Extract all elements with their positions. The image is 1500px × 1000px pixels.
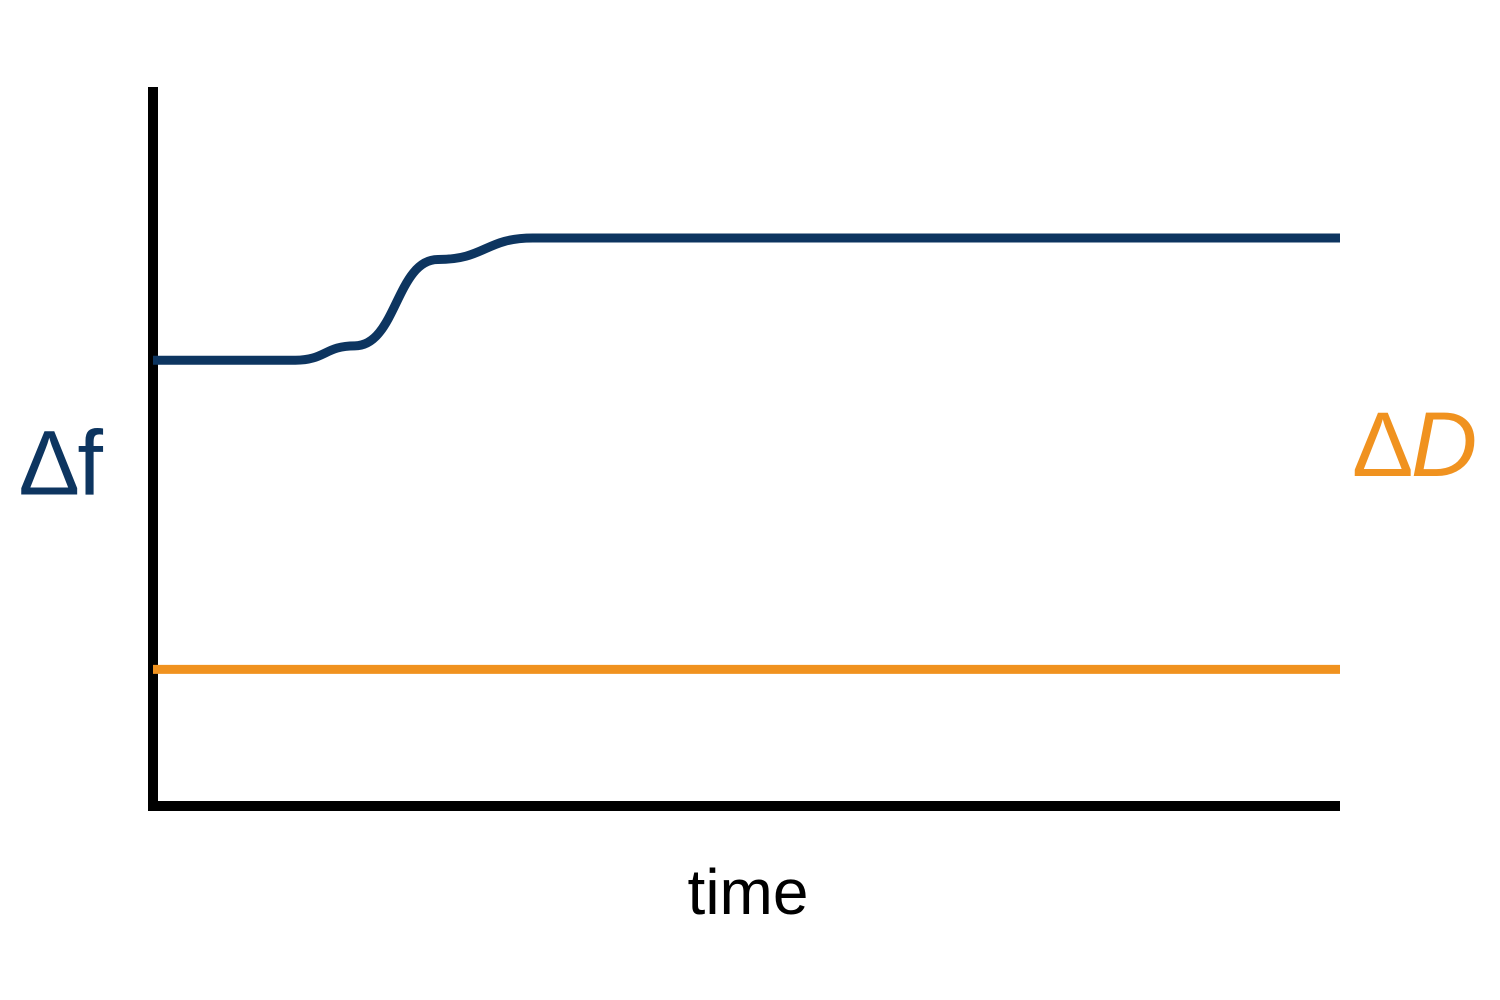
series-line-delta-f xyxy=(153,233,1340,365)
series-layer xyxy=(153,233,1340,674)
x-axis-label: time xyxy=(688,856,809,928)
y-axis-label-right: ∆D xyxy=(1355,394,1478,496)
y-axis-label-left: ∆f xyxy=(21,412,103,514)
y-axis-label-right-variable: D xyxy=(1411,394,1477,496)
y-axis-label-right-delta: ∆ xyxy=(1355,394,1412,496)
axes xyxy=(148,87,1340,811)
